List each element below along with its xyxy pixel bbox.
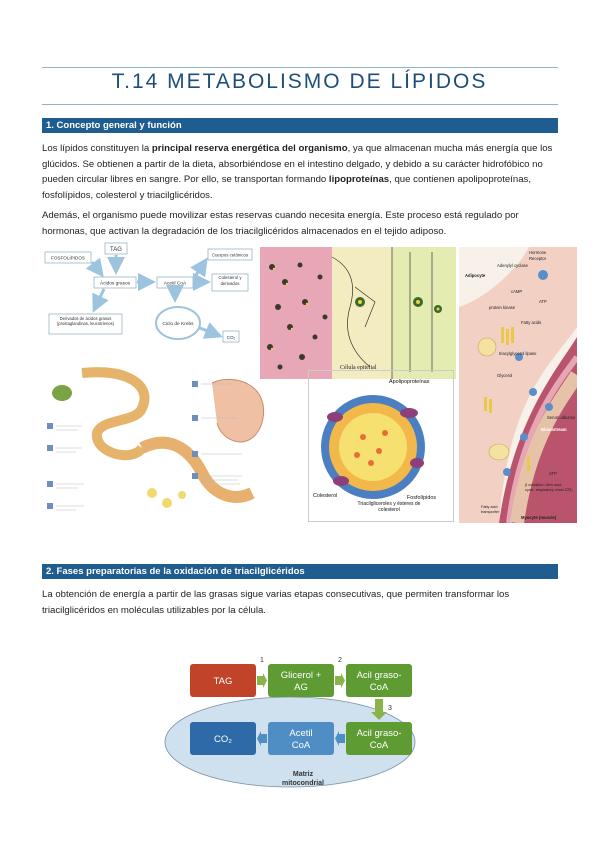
lipo-colesterol-label: Colesterol <box>313 493 337 499</box>
title-rule-bottom <box>42 104 558 105</box>
text-run: , ya que almacenan mucha más energía que… <box>42 143 553 185</box>
paragraph-1: Los lípidos constituyen la principal res… <box>42 141 558 203</box>
lipo-fosfo-label: Fosfolípidos <box>407 495 436 501</box>
digestion-illustration <box>42 363 282 523</box>
adipo-cell-label: Adipocyte <box>465 273 486 278</box>
adipo-atp2: ATP <box>549 471 557 476</box>
adipo-camp: cAMP <box>511 289 522 294</box>
adipo-myocyte: Myocyte (muscle) <box>521 515 557 520</box>
adipo-fatty-acids: Fatty acids <box>521 320 541 325</box>
flow-matriz-line1: Matriz <box>293 771 314 778</box>
map-acetil-label: Acetil CoA <box>164 281 187 287</box>
adipo-serum: Serum albumin <box>547 415 576 420</box>
flow-acil1-line1: Acil graso- <box>357 670 402 681</box>
flow-co2-box: CO₂ <box>214 734 232 745</box>
adipo-hormone: Hormone <box>529 250 547 255</box>
text-run: , que contienen apolipoproteínas, fosfol… <box>42 174 532 201</box>
map-cuerpos-label: Cuerpos cetónicos <box>212 253 249 258</box>
adipo-atp: ATP <box>539 299 547 304</box>
adipo-bloodstream: Bloodstream <box>541 427 567 432</box>
lipo-tag-label: Triacilgliceroles y ésteres de colestero… <box>357 501 421 513</box>
adipo-receptor: Receptor <box>529 256 547 261</box>
adipo-adenylyl: Adenylyl cyclase <box>497 263 529 268</box>
intestinal-micrograph: Célula epitelial <box>260 247 456 379</box>
adipo-oxidation: β oxidation, citric acid cycle, respirat… <box>525 483 564 492</box>
paragraph-2: Además, el organismo puede movilizar est… <box>42 210 519 237</box>
lipoprotein-figure: Apolipoproteínas Colesterol Fosfolípidos… <box>308 370 454 522</box>
map-acidos-grasos-label: Ácidos grasos <box>100 280 131 287</box>
section-heading-2: 2. Fases preparatorias de la oxidación d… <box>42 564 558 579</box>
flow-tag-box: TAG <box>214 676 233 687</box>
title-rule-top <box>42 67 558 68</box>
bold-run: principal reserva energética del organis… <box>151 143 348 154</box>
flow-matriz-line2: mitocondrial <box>282 780 324 787</box>
flow-acil2-line1: Acil graso- <box>357 728 402 739</box>
text-run: Los lípidos constituyen la <box>42 143 152 154</box>
adipo-transporter: Fatty acid transporter <box>481 505 500 514</box>
flow-acil1-line2: CoA <box>370 682 389 693</box>
flow-acil2-line2: CoA <box>370 740 389 751</box>
map-krebs-label: Ciclo de Krebs <box>162 321 194 327</box>
section-heading-1: 1. Concepto general y función <box>42 118 558 133</box>
lipo-apolipo-label: Apolipoproteínas <box>389 379 430 385</box>
map-colesterol-label: Colesterol y derivados <box>218 275 242 286</box>
map-fosfolipidos-label: FOSFOLÍPIDOS <box>51 255 85 261</box>
oxidation-flow-diagram: 1 2 3 TAG Glicerol + AG Acil graso- CoA … <box>160 652 450 798</box>
bold-run: lipoproteínas <box>328 174 390 185</box>
adipo-co2: CO₂ <box>565 487 573 492</box>
adipo-glycerol: Glycerol <box>497 373 512 378</box>
page-title: T.14 METABOLISMO DE LÍPIDOS <box>111 70 488 93</box>
flow-step-1: 1 <box>260 657 264 664</box>
map-co2-label: CO₂ <box>227 335 236 340</box>
micrograph-label: Célula epitelial <box>340 365 377 371</box>
flow-glicerol-line1: Glicerol + <box>281 670 322 681</box>
flow-step-2: 2 <box>338 657 342 664</box>
flow-step-3: 3 <box>388 705 392 712</box>
paragraph-3: La obtención de energía a partir de las … <box>42 589 510 616</box>
flow-acetil-line2: CoA <box>292 740 311 751</box>
map-tag-label: TAG <box>110 247 122 253</box>
flow-acetil-line1: Acetil <box>289 728 312 739</box>
metabolic-map-figure: TAG FOSFOLÍPIDOS Ácidos grasos Acetil Co… <box>42 240 254 345</box>
adipo-lipase: triacylglycerol lipase <box>499 351 537 356</box>
adipocyte-mobilization-figure: Hormone Receptor Adenylyl cyclase Adipoc… <box>459 247 577 523</box>
adipo-pka: protein kinase <box>489 305 516 310</box>
map-derivados-label: Derivados de ácidos grasos (prostaglandi… <box>56 316 115 327</box>
flow-glicerol-line2: AG <box>294 682 308 693</box>
